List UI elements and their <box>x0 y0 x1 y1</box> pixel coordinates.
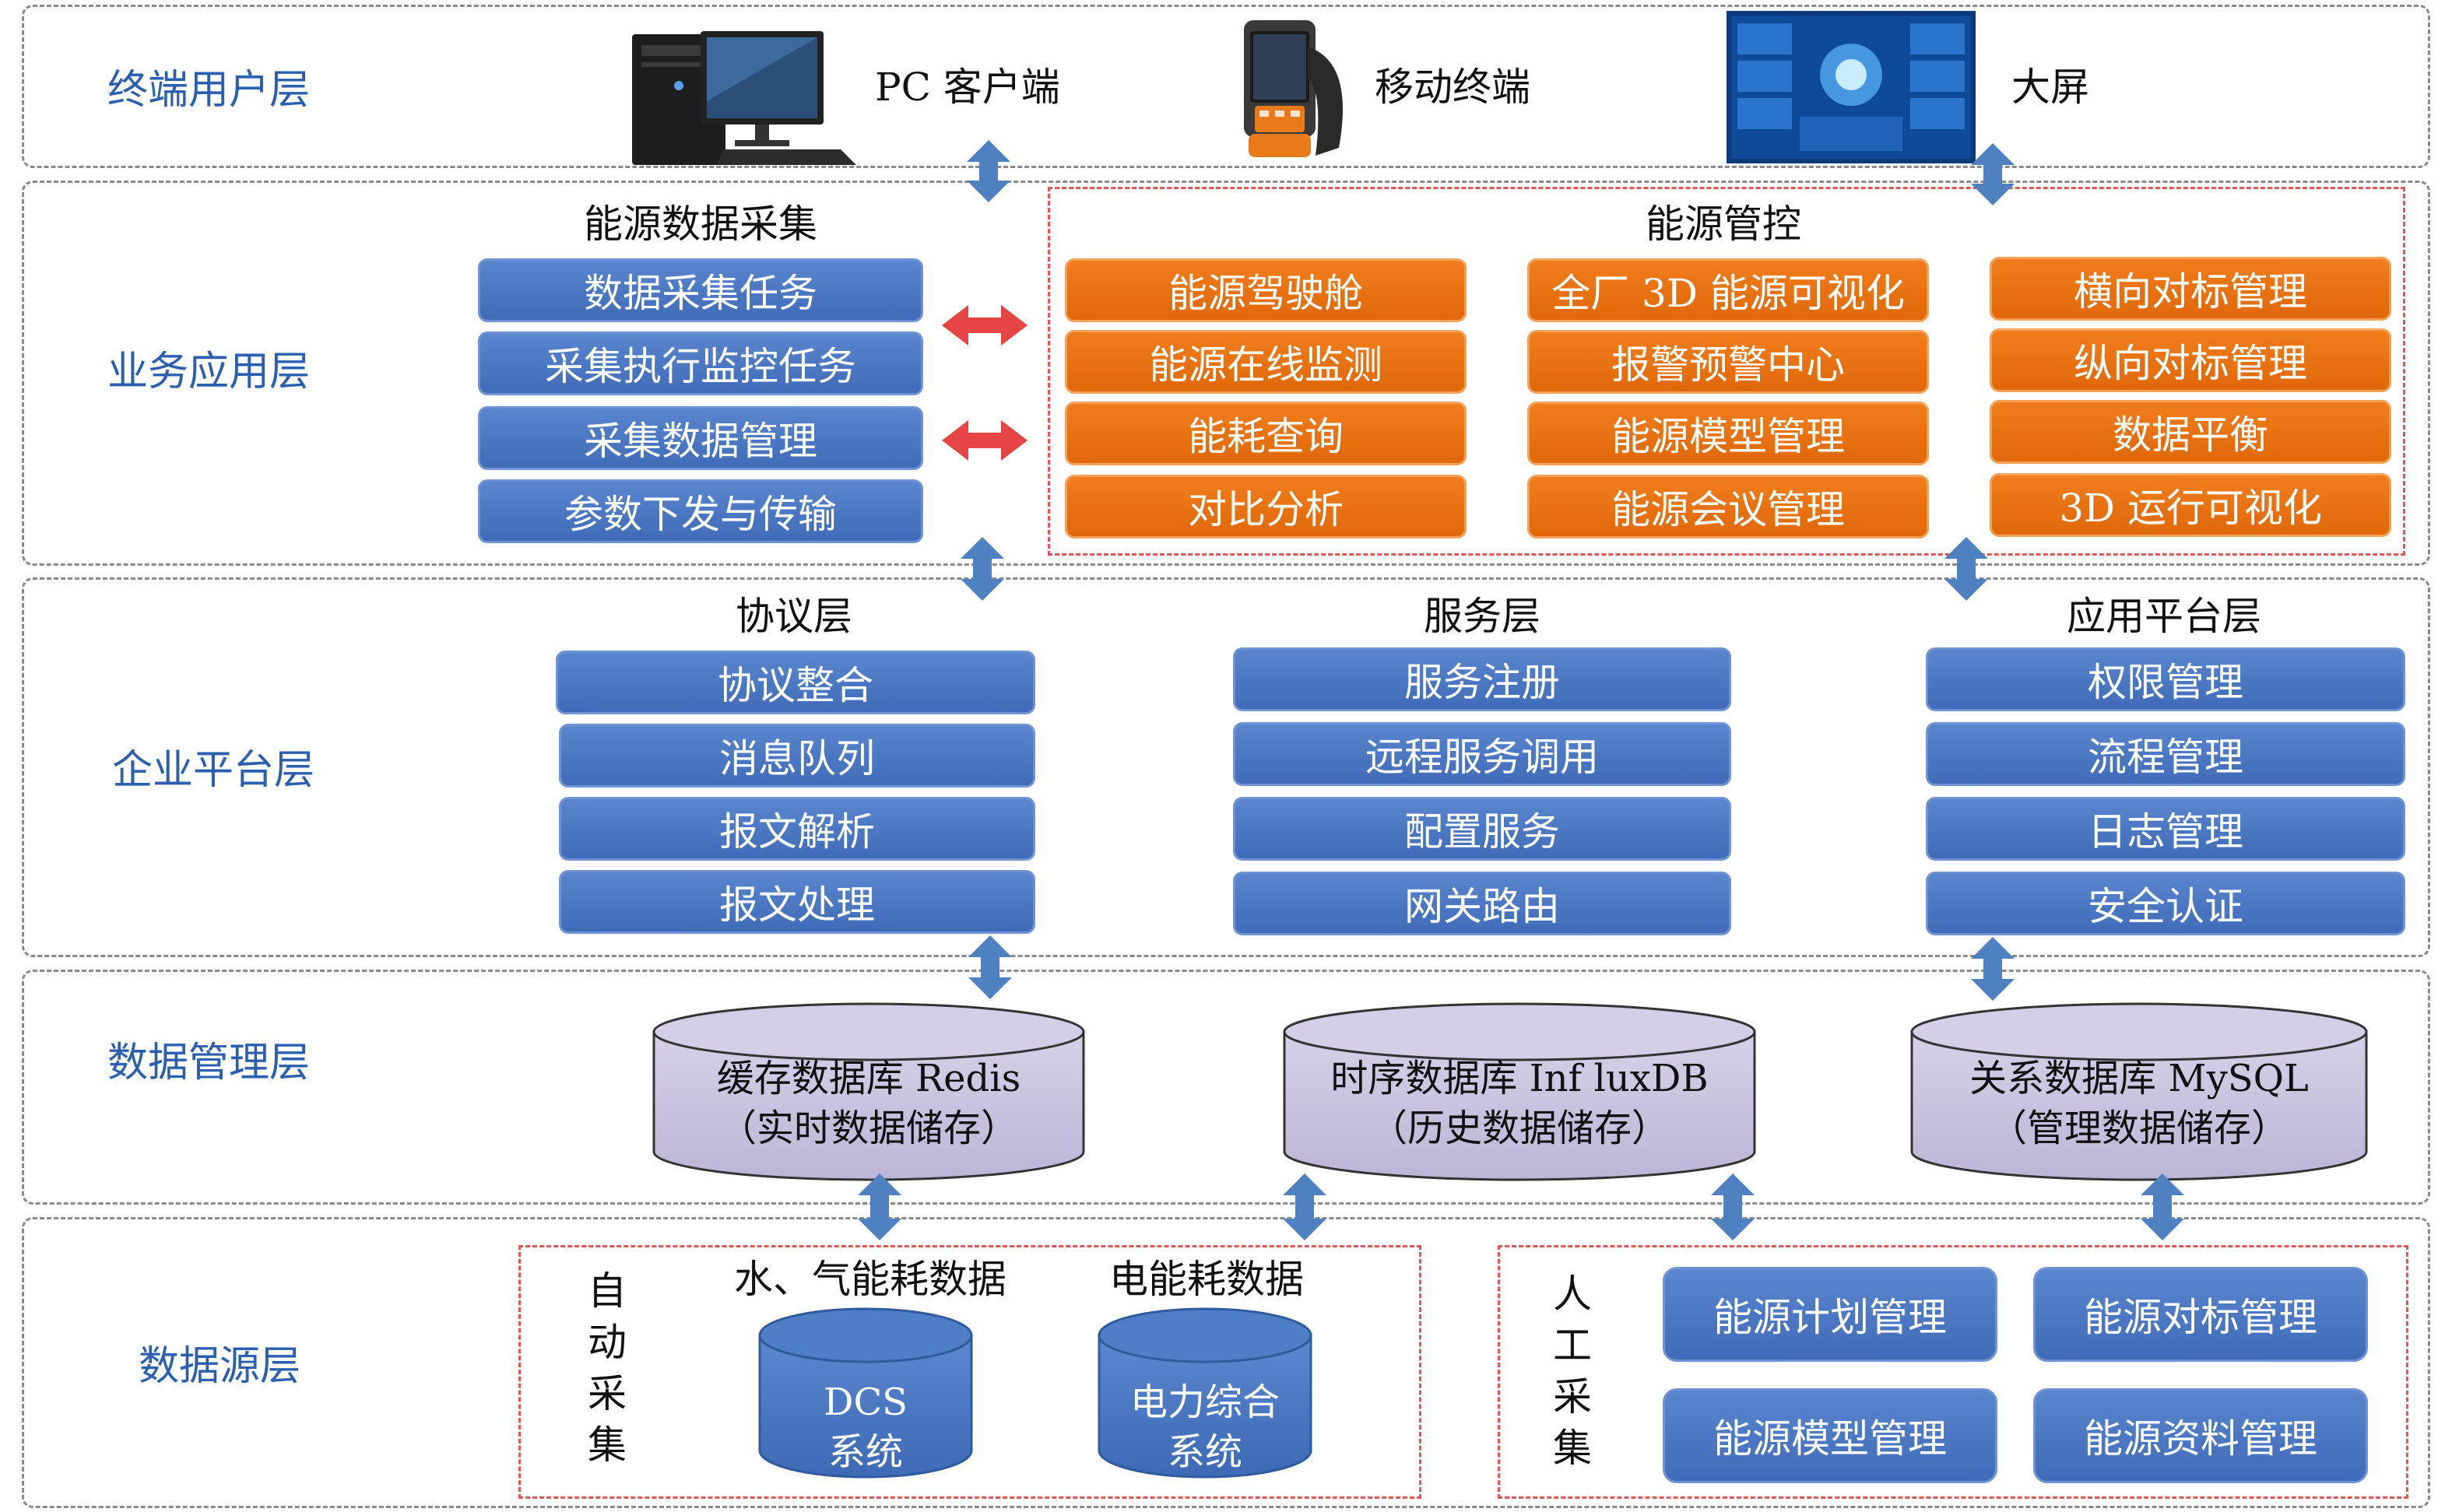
control-item: 能源驾驶舱 <box>1065 258 1467 322</box>
business-layer-label: 业务应用层 <box>107 349 311 395</box>
mobile-terminal-label: 移动终端 <box>1375 65 1530 110</box>
data-mgmt-layer-label: 数据管理层 <box>107 1040 311 1086</box>
protocol-item: 报文解析 <box>559 797 1035 861</box>
terminal-layer-label: 终端用户层 <box>107 67 311 114</box>
service-item: 远程服务调用 <box>1233 722 1731 786</box>
service-item: 配置服务 <box>1233 797 1731 861</box>
manual-item: 能源资料管理 <box>2033 1388 2368 1483</box>
manual-collect-frame <box>1498 1245 2408 1499</box>
manual-collect-label: 人工采集 <box>1553 1272 1592 1471</box>
influxdb-label: 时序数据库 Inf luxDB （历史数据储存） <box>1330 1057 1709 1150</box>
data-source-layer-frame <box>22 1217 2430 1508</box>
auto-collect-label: 自动采集 <box>588 1268 627 1468</box>
auto-collect-frame <box>518 1245 1421 1499</box>
data-source-layer-label: 数据源层 <box>138 1343 301 1390</box>
power-system-label: 电力综合 系统 <box>1129 1380 1280 1474</box>
collection-item: 采集执行监控任务 <box>478 332 923 395</box>
control-item: 能源在线监测 <box>1065 330 1467 394</box>
manual-item: 能源计划管理 <box>1663 1267 1997 1362</box>
app-platform-item: 权限管理 <box>1926 647 2405 711</box>
control-item: 全厂 3D 能源可视化 <box>1527 258 1929 322</box>
protocol-item: 报文处理 <box>559 870 1035 934</box>
collection-item: 参数下发与传输 <box>478 479 923 543</box>
platform-layer-frame <box>22 577 2430 957</box>
redis-db-label: 缓存数据库 Redis （实时数据储存） <box>716 1057 1021 1150</box>
terminal-layer-frame <box>22 5 2430 168</box>
app-platform-item: 流程管理 <box>1926 722 2405 786</box>
control-item: 横向对标管理 <box>1990 257 2391 321</box>
business-layer-frame <box>22 181 2430 566</box>
data-mgmt-layer-frame <box>22 970 2430 1205</box>
app-platform-item: 安全认证 <box>1926 872 2405 935</box>
service-item: 网关路由 <box>1233 872 1731 935</box>
control-item: 报警预警中心 <box>1527 330 1929 394</box>
water-gas-data-label: 水、气能耗数据 <box>734 1257 1006 1302</box>
energy-collection-title: 能源数据采集 <box>584 202 817 247</box>
control-item: 能源模型管理 <box>1527 402 1929 465</box>
dcs-system-label: DCS 系统 <box>823 1380 908 1474</box>
collection-item: 采集数据管理 <box>478 406 923 470</box>
energy-control-frame <box>1048 187 2405 556</box>
energy-control-title: 能源管控 <box>1646 202 1801 247</box>
control-item: 能耗查询 <box>1065 402 1467 465</box>
app-platform-layer-title: 应用平台层 <box>2067 594 2261 639</box>
control-item: 纵向对标管理 <box>1990 328 2391 392</box>
service-layer-title: 服务层 <box>1424 594 1540 639</box>
collection-item: 数据采集任务 <box>478 258 923 322</box>
protocol-item: 消息队列 <box>559 724 1035 788</box>
protocol-layer-title: 协议层 <box>736 594 852 639</box>
control-item: 3D 运行可视化 <box>1990 473 2391 537</box>
control-item: 数据平衡 <box>1990 400 2391 464</box>
control-item: 能源会议管理 <box>1527 475 1929 538</box>
mysql-db-label: 关系数据库 MySQL （管理数据储存） <box>1969 1057 2309 1150</box>
service-item: 服务注册 <box>1233 647 1731 711</box>
manual-item: 能源模型管理 <box>1663 1388 1997 1483</box>
pc-client-label: PC 客户端 <box>875 65 1060 110</box>
manual-item: 能源对标管理 <box>2033 1267 2368 1362</box>
app-platform-item: 日志管理 <box>1926 797 2405 861</box>
platform-layer-label: 企业平台层 <box>111 747 315 794</box>
electric-data-label: 电能耗数据 <box>1109 1257 1304 1302</box>
protocol-item: 协议整合 <box>556 651 1035 714</box>
control-item: 对比分析 <box>1065 475 1467 538</box>
large-screen-label: 大屏 <box>2011 65 2089 110</box>
